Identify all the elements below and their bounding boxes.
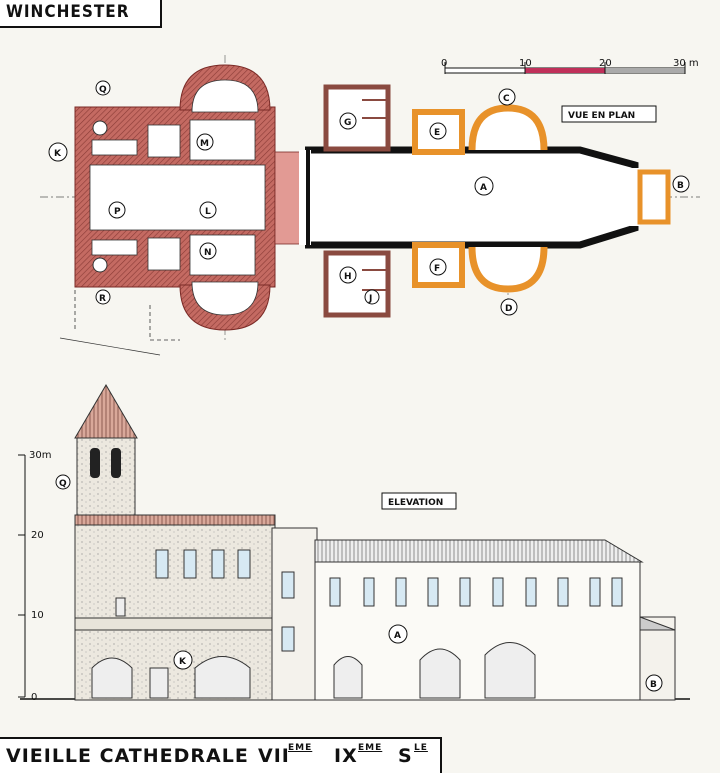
westwork-elevation bbox=[74, 514, 276, 701]
marker-q: Q bbox=[99, 85, 107, 95]
height-tick-0: 0 bbox=[31, 692, 37, 703]
chapel-h bbox=[323, 250, 391, 318]
height-tick-20: 20 bbox=[31, 530, 44, 541]
plan-label-box bbox=[561, 105, 657, 123]
marker-f: F bbox=[434, 264, 440, 274]
marker-d: D bbox=[505, 304, 512, 314]
westwork-plan bbox=[74, 64, 308, 331]
apse-d bbox=[468, 246, 548, 293]
footer-bar: VIEILLE CATHEDRALE VII EME IX EME S LE bbox=[0, 737, 442, 773]
height-tick-10: 10 bbox=[31, 610, 44, 621]
footer-century-2: IX bbox=[334, 745, 358, 767]
marker-c: C bbox=[503, 94, 510, 104]
scale-tick-0: 0 bbox=[441, 58, 447, 69]
tower bbox=[74, 384, 138, 519]
marker-r: R bbox=[99, 294, 106, 304]
marker-l: L bbox=[205, 207, 211, 217]
marker-m: M bbox=[200, 139, 209, 149]
marker-n: N bbox=[204, 248, 212, 258]
marker-p: P bbox=[114, 207, 121, 217]
footer-siecle-sup: LE bbox=[414, 743, 428, 753]
scale-tick-30: 30 m bbox=[673, 58, 699, 69]
height-tick-30: 30m bbox=[29, 450, 51, 461]
page-title: WINCHESTER bbox=[6, 2, 130, 22]
elev-marker-a: A bbox=[394, 631, 401, 641]
transition-block bbox=[271, 527, 318, 701]
apse-c bbox=[468, 104, 548, 151]
elevation-label: ELEVATION bbox=[388, 498, 443, 508]
elevation-label-box bbox=[381, 492, 457, 510]
footer-century-1-sup: EME bbox=[288, 743, 313, 753]
elevation-view: 30m 20 10 0 ELEVATION bbox=[18, 384, 690, 703]
footer-century-2-sup: EME bbox=[358, 743, 383, 753]
scale-tick-10: 10 bbox=[519, 58, 532, 69]
footer-century-1: VII bbox=[258, 745, 290, 767]
marker-h: H bbox=[344, 272, 352, 282]
marker-g: G bbox=[344, 118, 351, 128]
plan-markers: A B C D E F G H J K L M N P Q R bbox=[48, 80, 690, 316]
elev-marker-q: Q bbox=[59, 479, 67, 489]
footer-siecle: S bbox=[398, 745, 413, 767]
marker-b: B bbox=[677, 181, 684, 191]
scale-bar: 0 10 20 30 m bbox=[441, 58, 699, 74]
plan-label: VUE EN PLAN bbox=[568, 111, 635, 121]
marker-k: K bbox=[54, 149, 62, 159]
marker-a: A bbox=[480, 183, 487, 193]
elev-marker-k: K bbox=[179, 657, 187, 667]
nave-plan bbox=[299, 146, 640, 249]
marker-j: J bbox=[368, 294, 372, 304]
chapel-b bbox=[637, 169, 671, 225]
marker-e: E bbox=[434, 128, 440, 138]
plan-view: 0 10 20 30 m VUE EN PLAN bbox=[40, 55, 700, 356]
height-axis: 30m 20 10 0 bbox=[18, 450, 51, 703]
title-box: WINCHESTER bbox=[0, 0, 162, 28]
elev-marker-b: B bbox=[650, 680, 657, 690]
footer-name: VIEILLE CATHEDRALE bbox=[6, 745, 249, 767]
nave-elevation bbox=[314, 539, 676, 701]
scale-tick-20: 20 bbox=[599, 58, 612, 69]
